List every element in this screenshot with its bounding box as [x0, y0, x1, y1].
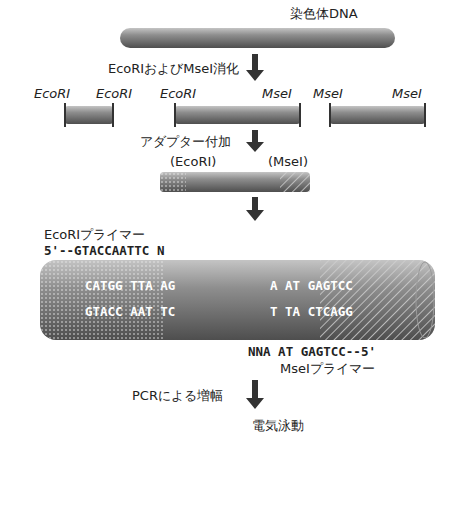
dna-cylinder — [40, 260, 435, 340]
step-arrow — [246, 197, 264, 221]
label: (EcoRI) — [170, 154, 216, 169]
sequence-text: GTACC AAT TC — [85, 304, 175, 319]
sequence-text: A AT GAGTCC — [270, 278, 353, 293]
sequence-text: CATGG TTA AG — [85, 278, 175, 293]
label: EcoRI — [160, 86, 196, 101]
step-arrow — [246, 54, 264, 81]
cylinder-end — [416, 262, 434, 338]
label: アダプター付加 — [140, 134, 231, 149]
fragment — [65, 103, 113, 127]
label: MseI — [392, 86, 422, 101]
ecori-adapter — [40, 260, 165, 340]
step-arrow — [246, 380, 264, 409]
label: EcoRIプライマー — [44, 227, 145, 242]
label: 染色体DNA — [290, 6, 358, 21]
label: 電気泳動 — [252, 418, 304, 433]
fragment — [330, 103, 425, 127]
label: EcoRI — [34, 86, 70, 101]
label: PCRによる増幅 — [132, 388, 223, 403]
label: NNA AT GAGTCC--5' — [248, 344, 376, 359]
label: (MseI) — [268, 154, 308, 169]
label: EcoRIおよびMseI消化 — [108, 61, 239, 76]
label: MseI — [262, 86, 292, 101]
sequence-text: T TA CTCAGG — [270, 304, 353, 319]
chromosome-dna — [120, 28, 395, 48]
label: EcoRI — [96, 86, 132, 101]
step-arrow — [246, 130, 264, 152]
label: 5'--GTACCAATTC N — [44, 243, 164, 258]
label: MseIプライマー — [280, 361, 375, 376]
cylinder-body — [40, 260, 435, 340]
adapter-fragment — [160, 172, 310, 192]
msei-adapter — [320, 260, 435, 340]
dna-fragment-box: CATGG TTA AG A AT GAGTCC GTACC AAT TC T TA … — [40, 260, 435, 340]
fragment — [175, 103, 300, 127]
label: MseI — [313, 86, 343, 101]
